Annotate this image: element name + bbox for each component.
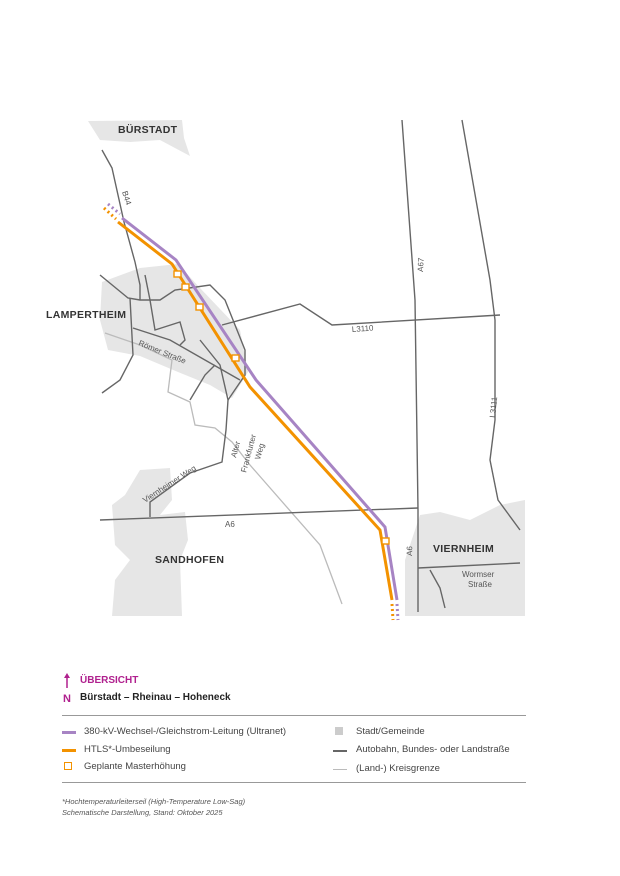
legend-road: Autobahn, Bundes- oder Landstraße [356,744,510,755]
district-border [104,332,343,605]
label-wormser: Wormser [462,570,495,579]
border-swatch-icon [333,769,347,770]
htls-swatch-icon [62,749,76,752]
route-subtitle: Bürstadt – Rheinau – Hoheneck [80,692,231,703]
footnote-status: Schematische Darstellung, Stand: Oktober… [62,808,223,817]
label-alter: Alter [229,440,242,459]
mast-square-icon [195,303,204,311]
roads [99,119,521,612]
label-l3111: L3111 [488,396,499,418]
mast-square-icon [64,762,72,770]
divider [62,782,526,783]
area-buerstadt [88,120,190,156]
ultranet-line [107,202,400,621]
label-a6: A6 [225,520,235,529]
htls-line [102,206,395,621]
mast-markers [173,270,390,545]
divider [62,715,526,716]
label-buerstadt: BÜRSTADT [118,123,178,136]
legend-mast: Geplante Masterhöhung [84,761,186,772]
label-lampertheim: LAMPERTHEIM [46,309,126,321]
label-viernheim: VIERNHEIM [433,543,494,555]
label-sandhofen: SANDHOFEN [155,554,224,566]
north-arrow-icon: N [63,673,71,704]
legend-border: (Land-) Kreisgrenze [356,763,440,774]
label-a67: A67 [416,257,426,272]
mast-square-icon [381,537,390,545]
road-swatch-icon [333,750,347,752]
area-lampertheim [100,264,248,398]
legend-htls: HTLS*-Umbeseilung [84,744,171,755]
town-swatch-icon [335,727,343,735]
town-areas [88,120,525,616]
mast-square-icon [173,270,182,278]
legend-town: Stadt/Gemeinde [356,726,425,737]
label-weg: Weg [253,442,266,460]
overview-title: ÜBERSICHT [80,675,139,686]
ultranet-swatch-icon [62,731,76,734]
label-b44: B44 [120,190,133,207]
label-a6-vertical: A6 [405,545,414,556]
map: BÜRSTADT LAMPERTHEIM SANDHOFEN VIERNHEIM… [46,119,525,621]
north-label: N [63,693,71,704]
legend-ultranet: 380-kV-Wechsel-/Gleichstrom-Leitung (Ult… [84,726,287,737]
label-l3110: L3110 [352,323,375,334]
footnote-htls: *Hochtemperaturleiterseil (High-Temperat… [62,797,246,806]
mast-square-icon [231,354,240,362]
label-strasse: Straße [468,580,493,589]
area-viernheim [405,500,525,616]
area-sandhofen [112,468,188,616]
mast-square-icon [181,283,190,291]
